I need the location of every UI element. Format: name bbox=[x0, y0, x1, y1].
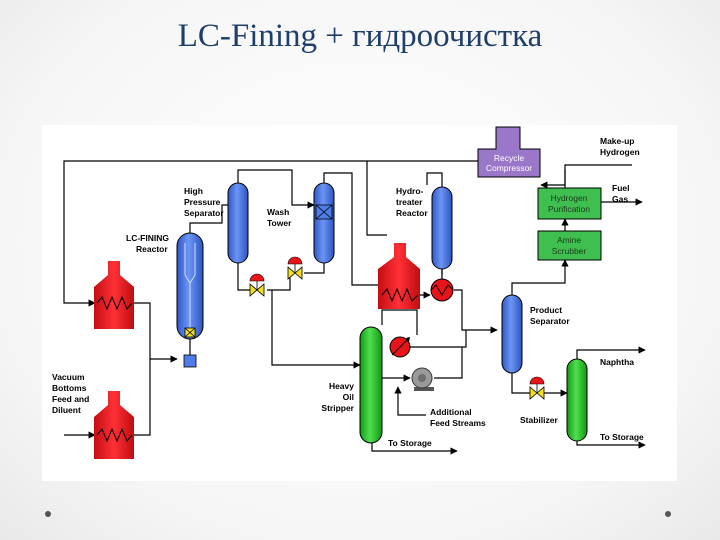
label-lc-fining-reactor: LC-FINING Reactor bbox=[126, 233, 169, 254]
hydrotreater-reactor-vessel bbox=[431, 186, 453, 270]
heavy-oil-stripper-vessel bbox=[359, 326, 383, 444]
label-to-storage-stripper: To Storage bbox=[388, 438, 432, 448]
label-naphtha: Naphtha bbox=[600, 357, 634, 367]
label-hydrotreater-reactor: Hydro- treater Reactor bbox=[396, 186, 428, 218]
label-additional-feed-streams: Additional Feed Streams bbox=[430, 407, 486, 428]
wash-tower-vessel bbox=[313, 182, 335, 264]
fired-heater-icon bbox=[94, 261, 134, 329]
label-high-pressure-separator: High Pressure Separator bbox=[184, 186, 224, 218]
svg-text:Pressure: Pressure bbox=[184, 197, 221, 207]
svg-text:Hydrogen: Hydrogen bbox=[551, 193, 588, 203]
fired-heater-icon bbox=[94, 391, 134, 459]
svg-text:Tower: Tower bbox=[267, 218, 292, 228]
slide-decoration-dot-left bbox=[45, 511, 51, 517]
heat-exchanger-icon bbox=[389, 336, 411, 358]
svg-text:Separator: Separator bbox=[184, 208, 224, 218]
high-pressure-separator-vessel bbox=[227, 182, 249, 264]
svg-text:Wash: Wash bbox=[267, 207, 289, 217]
svg-text:Amine: Amine bbox=[557, 235, 581, 245]
heat-exchanger-icon bbox=[430, 278, 454, 302]
svg-text:Purification: Purification bbox=[548, 204, 590, 214]
label-fuel-gas: Fuel Gas bbox=[612, 183, 629, 204]
svg-text:Make-up: Make-up bbox=[600, 136, 634, 146]
process-flow-diagram: Recycle Compressor Hydrogen Purification… bbox=[42, 125, 677, 481]
svg-text:Product: Product bbox=[530, 305, 562, 315]
svg-text:Scrubber: Scrubber bbox=[552, 246, 587, 256]
svg-text:High: High bbox=[184, 186, 203, 196]
label-make-up-hydrogen: Make-up Hydrogen bbox=[600, 136, 640, 157]
stabilizer-vessel bbox=[566, 358, 588, 442]
svg-text:LC-FINING: LC-FINING bbox=[126, 233, 169, 243]
label-heavy-oil-stripper: Heavy Oil Stripper bbox=[321, 381, 354, 413]
pump-icon bbox=[411, 367, 434, 391]
fired-heater-icon bbox=[378, 243, 420, 309]
svg-text:Feed and: Feed and bbox=[52, 394, 89, 404]
svg-text:Fuel: Fuel bbox=[612, 183, 629, 193]
label-to-storage-stabilizer: To Storage bbox=[600, 432, 644, 442]
svg-text:Feed Streams: Feed Streams bbox=[430, 418, 486, 428]
label-wash-tower: Wash Tower bbox=[267, 207, 292, 228]
label-stabilizer: Stabilizer bbox=[520, 415, 558, 425]
label-vacuum-bottoms: Vacuum Bottoms Feed and Diluent bbox=[52, 372, 89, 415]
svg-text:Oil: Oil bbox=[343, 392, 354, 402]
svg-text:Additional: Additional bbox=[430, 407, 472, 417]
svg-text:Stripper: Stripper bbox=[321, 403, 354, 413]
svg-text:treater: treater bbox=[396, 197, 423, 207]
slide-title: LC-Fining + гидроочистка bbox=[177, 18, 543, 54]
recycle-compressor-block: Recycle Compressor bbox=[477, 126, 541, 178]
svg-text:Diluent: Diluent bbox=[52, 405, 81, 415]
hydrogen-purification-block: Hydrogen Purification bbox=[537, 187, 602, 220]
control-valve-icon bbox=[529, 376, 545, 400]
product-separator-vessel bbox=[501, 294, 523, 374]
svg-text:Bottoms: Bottoms bbox=[52, 383, 87, 393]
svg-text:Hydro-: Hydro- bbox=[396, 186, 424, 196]
svg-text:Heavy: Heavy bbox=[329, 381, 354, 391]
svg-text:Vacuum: Vacuum bbox=[52, 372, 85, 382]
svg-text:Reactor: Reactor bbox=[396, 208, 428, 218]
svg-text:Separator: Separator bbox=[530, 316, 570, 326]
svg-text:Recycle: Recycle bbox=[494, 153, 525, 163]
svg-text:Gas: Gas bbox=[612, 194, 628, 204]
control-valve-icon bbox=[287, 256, 303, 280]
svg-text:Reactor: Reactor bbox=[136, 244, 168, 254]
lc-fining-reactor-vessel bbox=[176, 232, 204, 368]
control-valve-icon bbox=[249, 273, 265, 297]
slide-decoration-dot-right bbox=[665, 511, 671, 517]
svg-text:Compressor: Compressor bbox=[486, 163, 532, 173]
svg-text:Hydrogen: Hydrogen bbox=[600, 147, 640, 157]
label-product-separator: Product Separator bbox=[530, 305, 570, 326]
amine-scrubber-block: Amine Scrubber bbox=[537, 230, 602, 261]
